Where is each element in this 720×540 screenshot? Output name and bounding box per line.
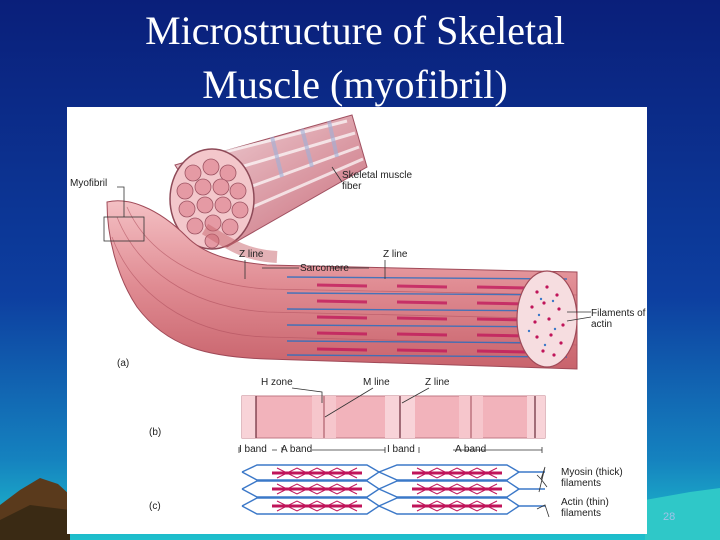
label-z-line-left: Z line xyxy=(239,249,263,260)
label-m-line: M line xyxy=(363,377,390,388)
label-myosin-filaments: Myosin (thick) filaments xyxy=(561,467,641,489)
filament-panel xyxy=(242,465,549,517)
label-skeletal-muscle-fiber: Skeletal muscle fiber xyxy=(342,170,422,192)
slide-number: 28 xyxy=(663,511,675,523)
label-z-line-b: Z line xyxy=(425,377,449,388)
label-h-zone: H zone xyxy=(261,377,293,388)
label-actin-filaments: Actin (thin) filaments xyxy=(561,497,641,519)
label-a-band-2: A band xyxy=(455,444,486,455)
label-z-line-right: Z line xyxy=(383,249,407,260)
label-a-band-1: A band xyxy=(281,444,312,455)
slide-title-line-2: Muscle (myofibril) xyxy=(60,62,650,108)
slide-title-line-1: Microstructure of Skeletal xyxy=(60,8,650,54)
label-myofibril: Myofibril xyxy=(70,178,107,189)
label-sarcomere: Sarcomere xyxy=(300,263,349,274)
muscle-fiber-bundle xyxy=(170,115,367,257)
muscle-diagram: Myofibril Skeletal muscle fiber Z line Z… xyxy=(67,107,647,534)
label-i-band-2: I band xyxy=(387,444,415,455)
label-i-band-1: I band xyxy=(239,444,267,455)
label-panel-a: (a) xyxy=(117,358,129,369)
label-panel-b: (b) xyxy=(149,427,161,438)
label-filaments-of-actin: Filaments of actin xyxy=(591,308,647,330)
label-panel-c: (c) xyxy=(149,501,161,512)
